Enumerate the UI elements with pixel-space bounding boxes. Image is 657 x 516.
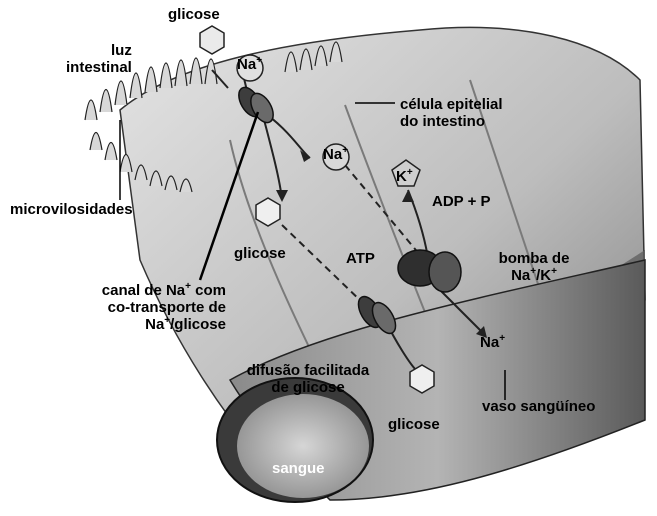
adp-p-label: ADP + P xyxy=(432,193,491,210)
glucose-label-bottom: glicose xyxy=(388,416,440,433)
glucose-molecule-top xyxy=(200,26,224,54)
atp-label: ATP xyxy=(346,250,375,267)
na-label-top: Na+ xyxy=(237,56,262,73)
glucose-label-mid: glicose xyxy=(234,245,286,262)
k-label: K+ xyxy=(396,168,413,185)
glucose-molecule-bottom xyxy=(410,365,434,393)
microvilli-label: microvilosidades xyxy=(10,201,133,218)
cotransport-channel-label: canal de Na+ com co-transporte de Na+/gl… xyxy=(40,282,226,333)
blood-label: sangue xyxy=(272,460,325,477)
glucose-label-top: glicose xyxy=(168,6,220,23)
facilitated-diffusion-label: difusão facilitada de glicose xyxy=(228,362,388,396)
na-label-mid: Na+ xyxy=(323,146,348,163)
epithelial-cell-label: célula epitelial do intestino xyxy=(400,96,503,130)
blood-vessel-label: vaso sangüíneo xyxy=(482,398,595,415)
lumen-label: luz intestinal xyxy=(66,42,132,76)
glucose-molecule-mid xyxy=(256,198,280,226)
na-label-right: Na+ xyxy=(480,334,505,351)
pump-label: bomba de Na+/K+ xyxy=(474,250,594,284)
blood-vessel-lumen xyxy=(237,394,369,498)
